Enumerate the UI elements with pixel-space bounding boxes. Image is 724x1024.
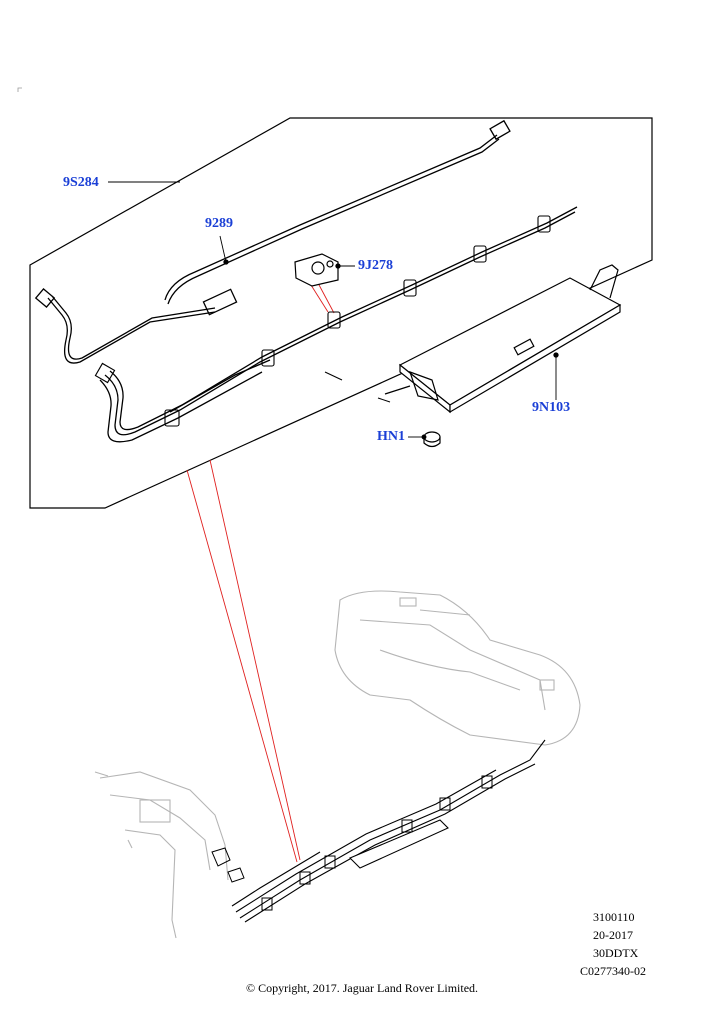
callout-9289[interactable]: 9289 bbox=[205, 216, 233, 231]
leader-lines bbox=[108, 181, 559, 440]
drawing-info-line2: 20-2017 bbox=[593, 928, 633, 942]
detail-frame bbox=[29, 117, 653, 509]
corner-mark bbox=[17, 87, 22, 92]
nut-hn1 bbox=[423, 431, 441, 448]
callout-9s284[interactable]: 9S284 bbox=[63, 175, 99, 190]
fuel-line-9s284 bbox=[34, 119, 511, 364]
drawing-info-line3: 30DDTX bbox=[593, 946, 639, 960]
callout-9n103[interactable]: 9N103 bbox=[532, 400, 571, 415]
heat-shield-9n103 bbox=[384, 264, 622, 414]
fuel-line-9289 bbox=[94, 206, 578, 443]
engine-bay-ghost bbox=[94, 771, 229, 939]
fuel-tank-ghost bbox=[334, 590, 581, 746]
drawing-info-line4: C0277340-02 bbox=[580, 964, 646, 978]
copyright-notice: © Copyright, 2017. Jaguar Land Rover Lim… bbox=[245, 981, 479, 995]
pointer-lines bbox=[186, 282, 335, 863]
vehicle-fuel-lines bbox=[231, 739, 546, 923]
callout-9j278[interactable]: 9J278 bbox=[358, 258, 393, 273]
drawing-info-line1: 3100110 bbox=[593, 910, 635, 924]
clip-9j278 bbox=[294, 253, 339, 287]
overview-connectors bbox=[211, 847, 245, 883]
callout-hn1[interactable]: HN1 bbox=[377, 429, 405, 444]
